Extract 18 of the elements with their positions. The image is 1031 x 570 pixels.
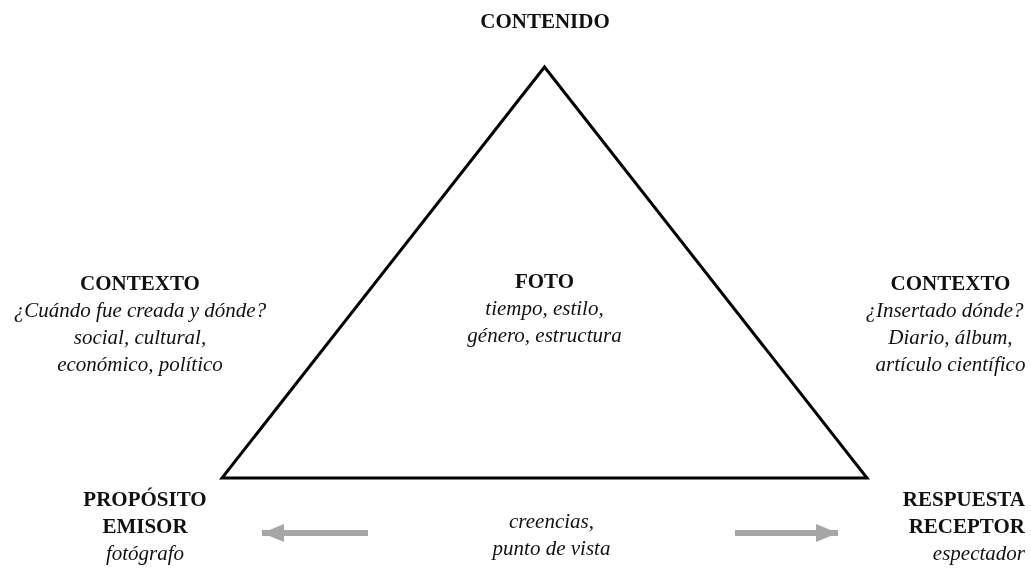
description-text: Diario, álbum, artículo científico: [874, 324, 1027, 378]
heading-text: EMISOR: [101, 513, 189, 540]
heading-text: FOTO: [513, 268, 576, 295]
description-text: fotógrafo: [104, 540, 186, 567]
description-text: social, cultural, económico, político: [56, 324, 224, 378]
description-text: ¿Cuándo fue creada y dónde?: [12, 297, 268, 324]
heading-text: RESPUESTA: [901, 486, 1025, 513]
description-text: creencias, punto de vista: [492, 508, 611, 562]
arrow: [262, 524, 368, 542]
heading-text: RECEPTOR: [907, 513, 1025, 540]
heading-text: CONTEXTO: [889, 270, 1012, 297]
description-text: tiempo, estilo, género, estructura: [466, 295, 623, 349]
heading-text: PROPÓSITO: [82, 486, 208, 513]
description-text: espectador: [931, 540, 1025, 567]
heading-text: CONTENIDO: [479, 8, 611, 35]
description-text: ¿Insertado dónde?: [864, 297, 1025, 324]
heading-text: CONTEXTO: [79, 270, 201, 297]
arrow: [735, 524, 838, 542]
